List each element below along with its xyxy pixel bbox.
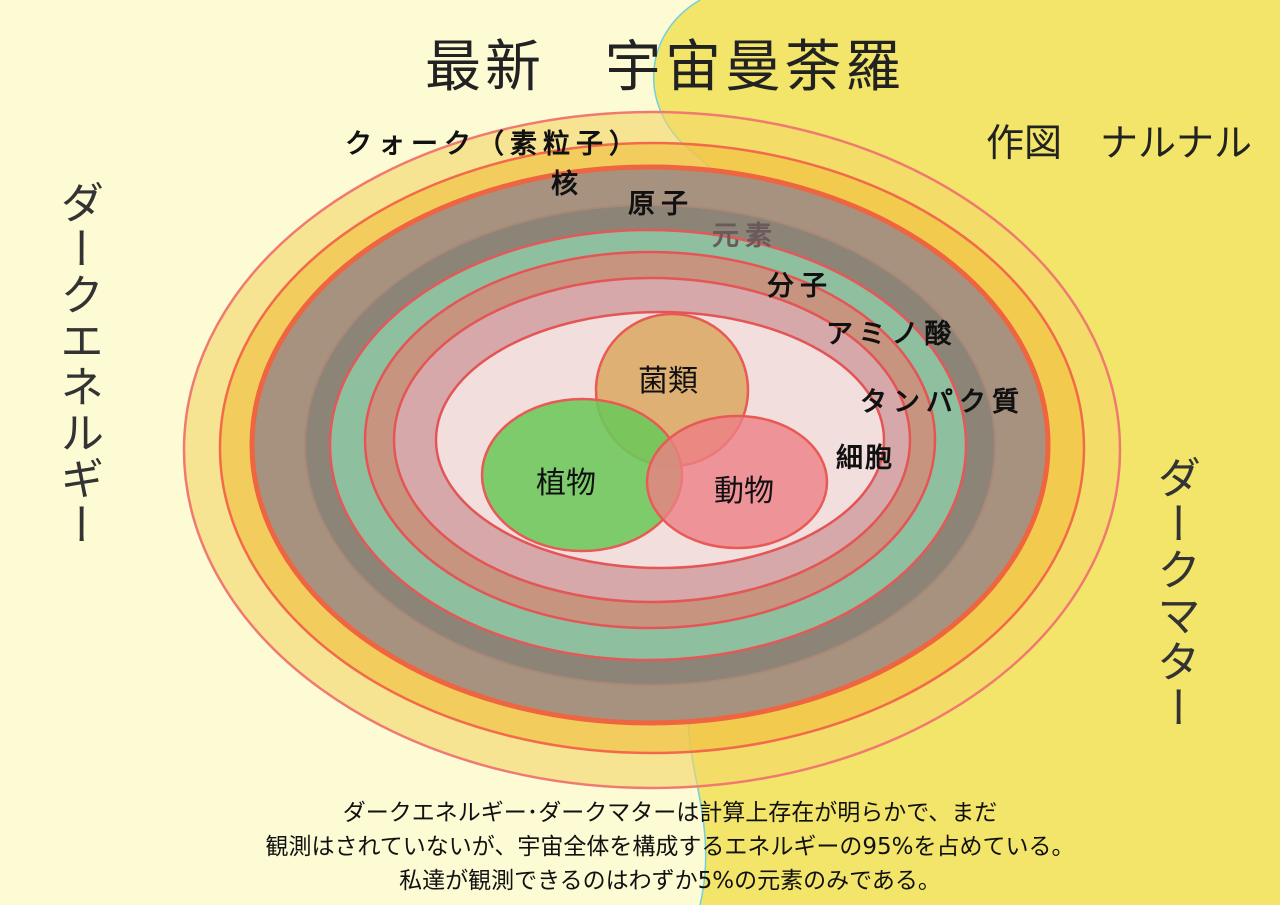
page-title: 最新 宇宙曼荼羅	[425, 35, 905, 100]
dark-matter-label: ダークマター	[1149, 455, 1200, 731]
dark-energy-label: ダークエネルギー	[52, 180, 103, 548]
label-plants: 植物	[536, 466, 596, 501]
circle-animals	[645, 414, 829, 550]
label-nucleus: 核	[551, 169, 584, 200]
footnote-line-2: 観測はされていないが、宇宙全体を構成するエネルギーの95%を占めている。	[265, 834, 1075, 860]
label-amino-acid: アミノ酸	[826, 319, 958, 350]
label-fungi: 菌類	[638, 364, 698, 399]
label-element: 元素	[712, 221, 778, 252]
footnote: ダークエネルギー･ダークマターは計算上存在が明らかで、まだ 観測はされていないが…	[0, 796, 1280, 898]
label-protein: タンパク質	[860, 387, 1025, 418]
label-molecule: 分子	[767, 271, 833, 302]
author-credit: 作図 ナルナル	[985, 121, 1252, 165]
label-animals: 動物	[714, 474, 774, 509]
label-cell: 細胞	[836, 443, 894, 474]
label-quark: クォーク（素粒子）	[345, 129, 642, 160]
footnote-line-3: 私達が観測できるのはわずか5%の元素のみである。	[399, 868, 941, 894]
label-atom: 原子	[628, 189, 694, 220]
footnote-line-1: ダークエネルギー･ダークマターは計算上存在が明らかで、まだ	[342, 800, 998, 826]
